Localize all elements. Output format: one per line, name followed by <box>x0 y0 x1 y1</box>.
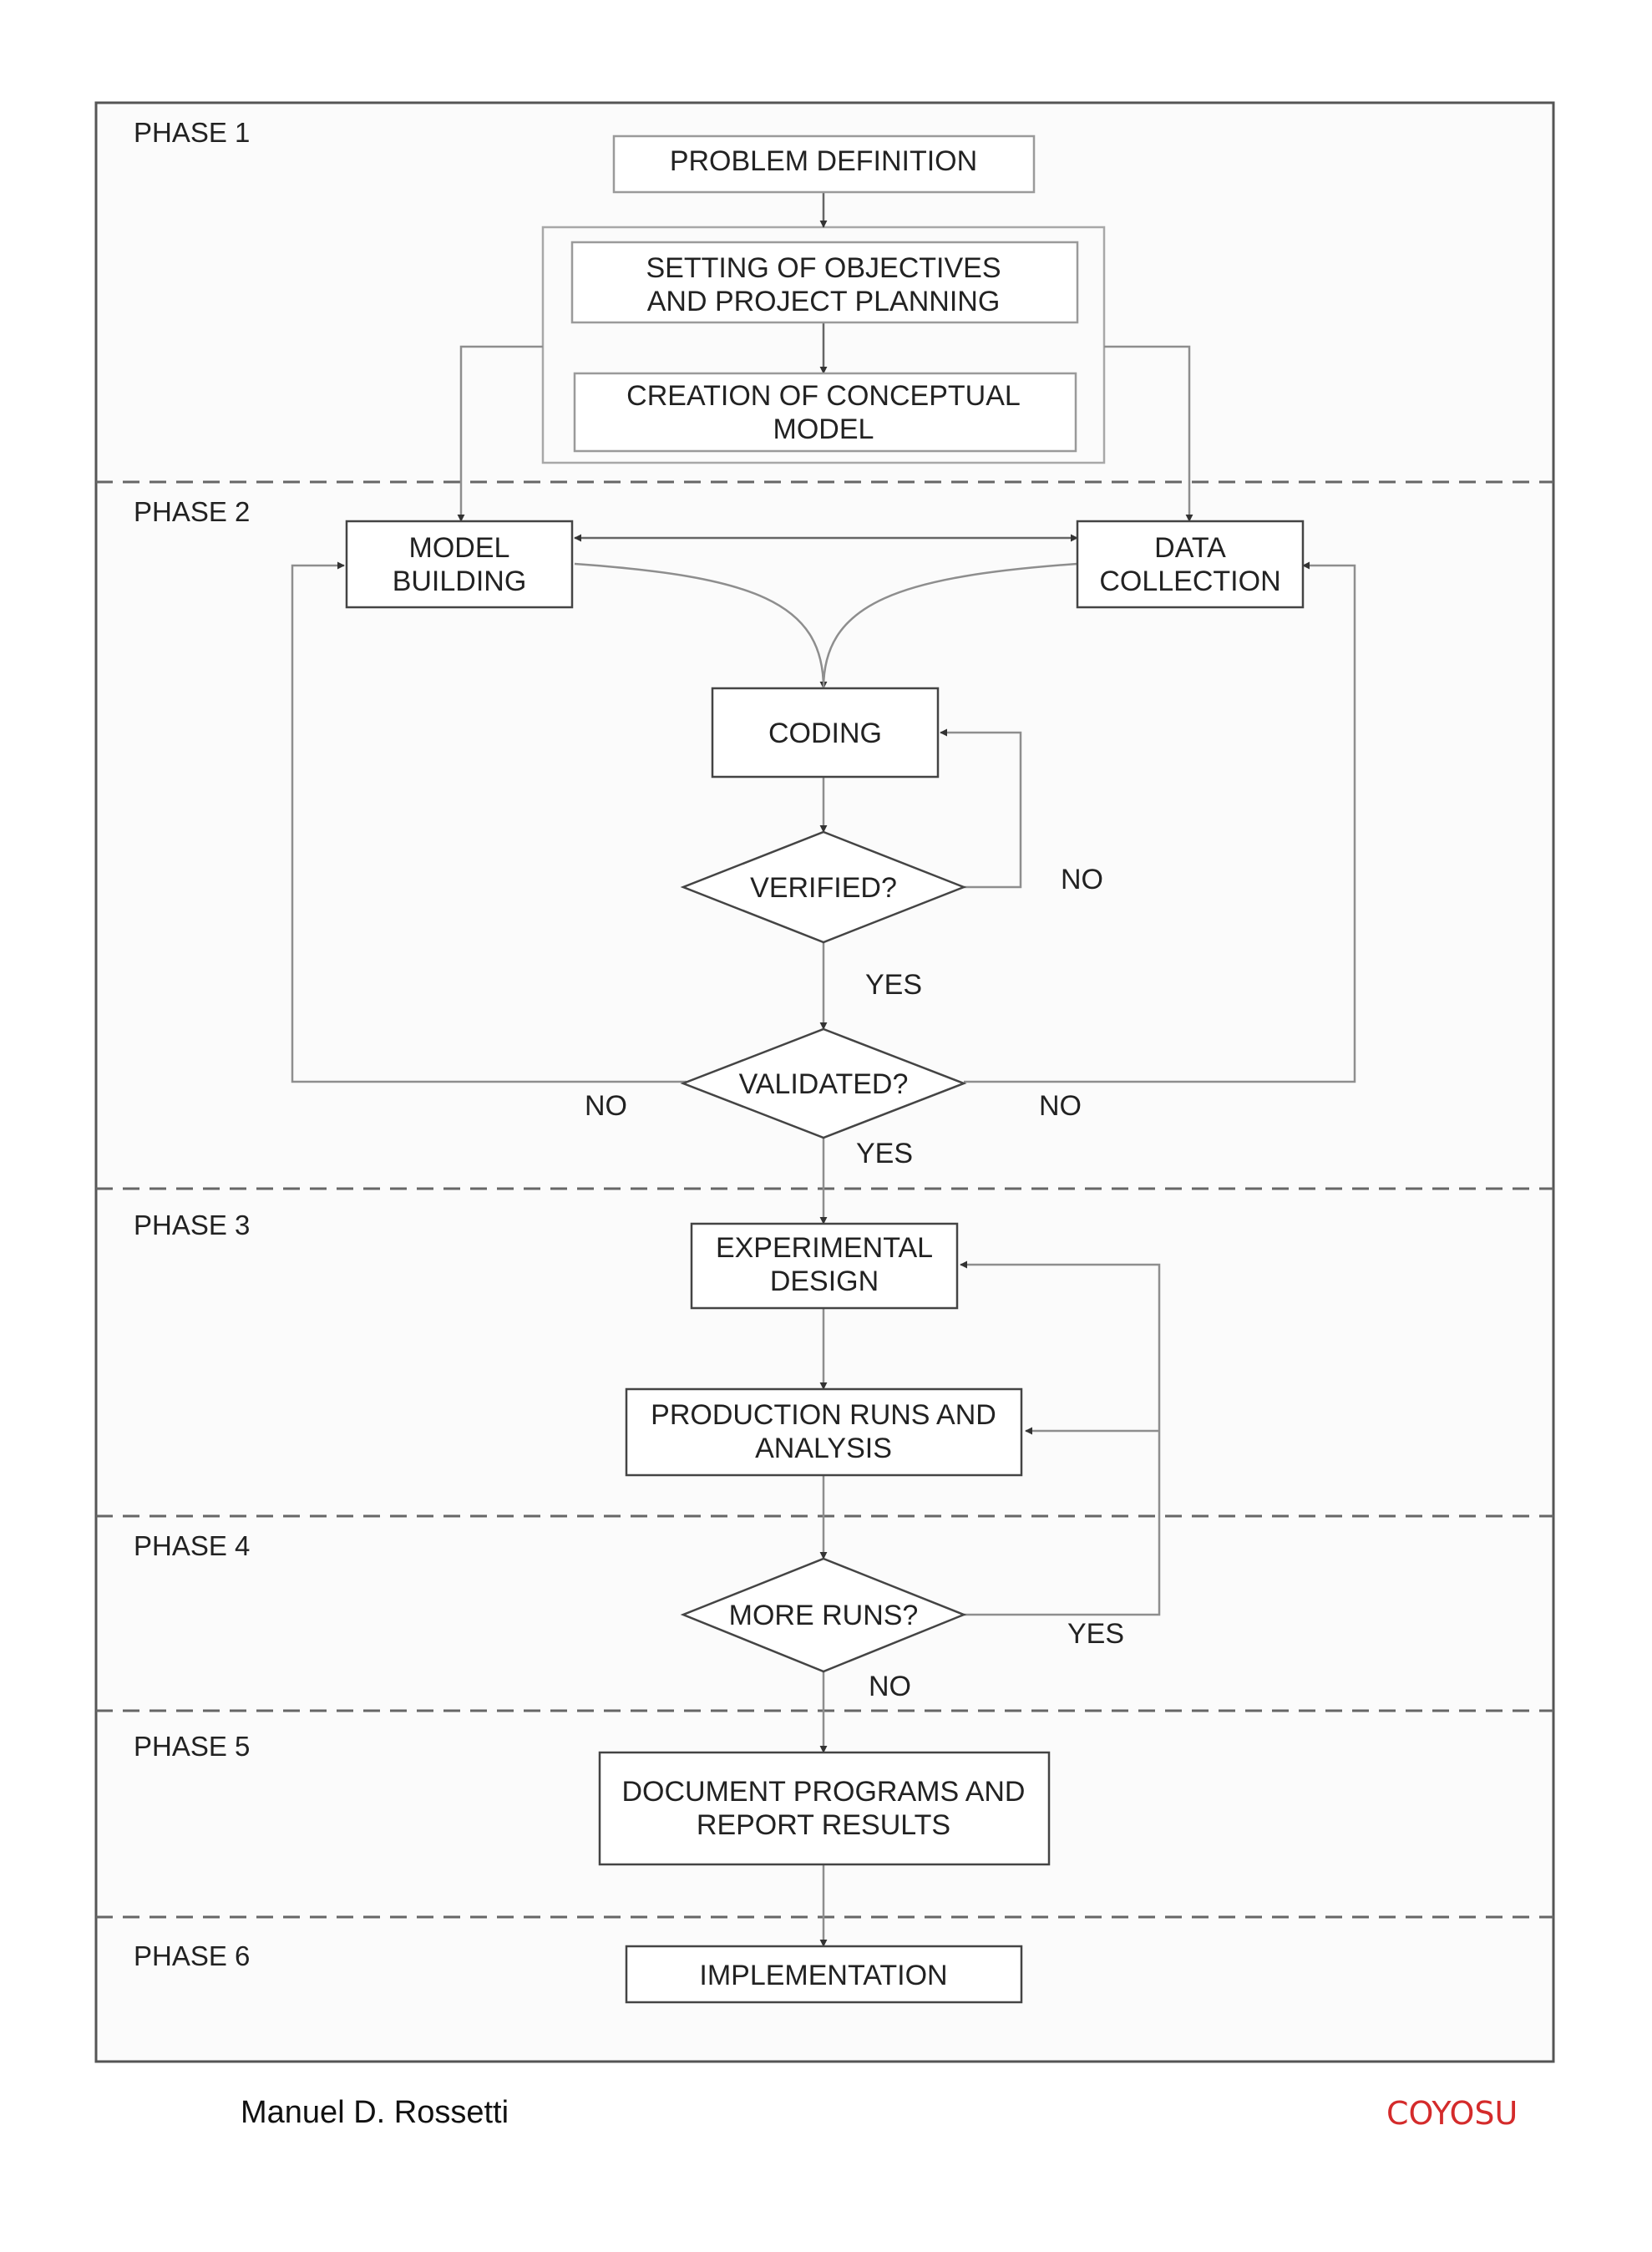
verified-decision: VERIFIED? <box>680 830 967 944</box>
phase-label-1: PHASE 1 <box>134 117 250 148</box>
phase-label-2: PHASE 2 <box>134 496 250 527</box>
experimental-design-label-line2: DESIGN <box>770 1265 879 1297</box>
more-runs-no-label: NO <box>869 1671 911 1702</box>
footer-brand: COYOSU <box>1386 2095 1518 2132</box>
implementation-label: IMPLEMENTATION <box>699 1960 947 1991</box>
validated-no-left-label: NO <box>585 1090 627 1122</box>
conceptual-model-label-line2: MODEL <box>773 413 874 445</box>
phase-label-6: PHASE 6 <box>134 1940 250 1971</box>
phase-label-5: PHASE 5 <box>134 1731 250 1762</box>
footer-author: Manuel D. Rossetti <box>241 2095 509 2130</box>
phase-label-4: PHASE 4 <box>134 1530 250 1561</box>
document-programs-label-line1: DOCUMENT PROGRAMS AND <box>622 1776 1026 1808</box>
data-collection-label-line2: COLLECTION <box>1099 566 1280 597</box>
document-programs-box: DOCUMENT PROGRAMS AND REPORT RESULTS <box>598 1751 1051 1866</box>
more-runs-label: MORE RUNS? <box>729 1600 919 1631</box>
data-collection-box: DATA COLLECTION <box>1076 520 1305 609</box>
model-building-label-line2: BUILDING <box>393 566 527 597</box>
coding-box: CODING <box>711 687 940 779</box>
objectives-label-line2: AND PROJECT PLANNING <box>647 286 1001 317</box>
problem-definition-label: PROBLEM DEFINITION <box>670 145 977 177</box>
implementation-box: IMPLEMENTATION <box>625 1945 1023 2004</box>
conceptual-model-label-line1: CREATION OF CONCEPTUAL <box>626 380 1021 412</box>
validated-decision: VALIDATED? <box>680 1027 967 1139</box>
more-runs-yes-label: YES <box>1067 1618 1124 1650</box>
coding-label: CODING <box>768 718 882 749</box>
production-runs-box: PRODUCTION RUNS AND ANALYSIS <box>625 1387 1023 1477</box>
verified-no-label: NO <box>1061 864 1103 895</box>
problem-definition-box: PROBLEM DEFINITION <box>612 134 1036 194</box>
model-building-label-line1: MODEL <box>409 532 510 564</box>
validated-no-right-label: NO <box>1039 1090 1082 1122</box>
data-collection-label-line1: DATA <box>1154 532 1226 564</box>
validated-yes-label: YES <box>856 1138 913 1169</box>
production-runs-label-line2: ANALYSIS <box>755 1433 892 1464</box>
conceptual-model-box: CREATION OF CONCEPTUAL MODEL <box>573 372 1077 453</box>
phase-label-3: PHASE 3 <box>134 1210 250 1240</box>
verified-yes-label: YES <box>865 969 922 1001</box>
document-programs-label-line2: REPORT RESULTS <box>697 1809 950 1841</box>
experimental-design-box: EXPERIMENTAL DESIGN <box>690 1222 959 1310</box>
model-building-box: MODEL BUILDING <box>345 520 574 609</box>
objectives-label-line1: SETTING OF OBJECTIVES <box>646 252 1001 284</box>
experimental-design-label-line1: EXPERIMENTAL <box>716 1232 933 1264</box>
validated-label: VALIDATED? <box>739 1068 909 1100</box>
connectors <box>291 192 1356 1947</box>
production-runs-label-line1: PRODUCTION RUNS AND <box>651 1399 996 1431</box>
objectives-box: SETTING OF OBJECTIVES AND PROJECT PLANNI… <box>570 241 1079 324</box>
more-runs-decision: MORE RUNS? <box>680 1557 967 1673</box>
verified-label: VERIFIED? <box>750 872 897 904</box>
